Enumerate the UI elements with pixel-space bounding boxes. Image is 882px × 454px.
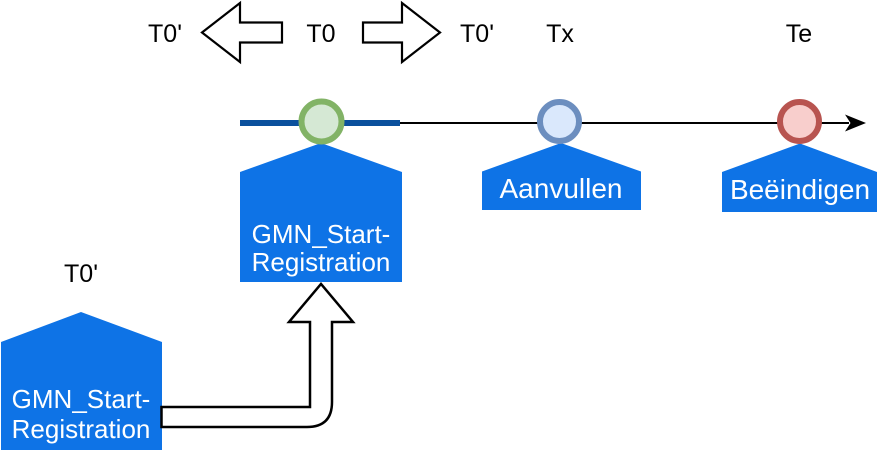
event-start-registration-label-line2: Registration [252, 247, 391, 277]
event-start-registration-prime-shape [1, 312, 162, 450]
shift-left-arrow-icon [200, 0, 284, 65]
bent-up-arrow-icon [160, 282, 356, 429]
milestone-te-circle [777, 99, 822, 144]
label-t0: T0 [306, 20, 335, 48]
event-start-registration-shape [240, 143, 402, 282]
label-t0-prime-left: T0' [148, 20, 182, 48]
event-start-registration-prime-label-line1: GMN_Start- [12, 384, 151, 414]
event-beeindigen-label: Beëindigen [730, 174, 870, 205]
milestone-tx-circle [537, 99, 582, 144]
label-t0-prime-bottom: T0' [64, 260, 98, 288]
label-tx: Tx [546, 20, 574, 48]
event-aanvullen-shape [482, 143, 641, 210]
event-aanvullen-label: Aanvullen [500, 173, 623, 204]
milestone-t0-circle [298, 98, 345, 145]
timeline-arrowhead-icon [845, 114, 866, 132]
event-start-registration-prime-label-line2: Registration [12, 414, 151, 444]
event-start-registration-label-line1: GMN_Start- [252, 219, 391, 249]
event-beeindigen-shape [722, 143, 877, 212]
shift-right-arrow-icon [361, 0, 442, 65]
label-t0-prime-right: T0' [460, 20, 494, 48]
label-te: Te [786, 20, 812, 48]
